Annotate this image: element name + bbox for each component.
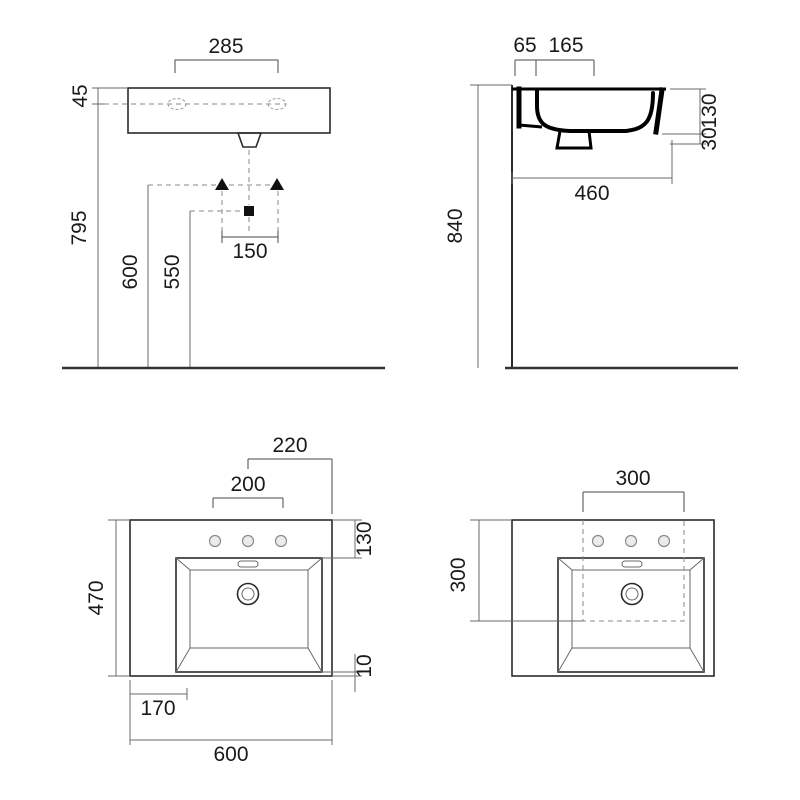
dimension-left-offset: 170 xyxy=(129,680,188,745)
dim-label-plan-depth: 470 xyxy=(85,580,108,615)
dimension-plan-width: 600 xyxy=(130,680,333,766)
drain-hole-alt-outer xyxy=(620,582,644,606)
basin-plan-alt-outline xyxy=(511,519,715,677)
dim-label-drain-height: 600 xyxy=(119,254,142,289)
dimension-apron-lip: 130 30 xyxy=(662,88,721,151)
dimension-top-width: 285 xyxy=(174,35,279,73)
dim-line xyxy=(511,172,673,184)
dimension-tap-span: 200 xyxy=(212,473,284,508)
tap-hole-alt-3 xyxy=(657,534,671,548)
bowl-alt-outline xyxy=(557,557,705,673)
bowl-alt-bottom xyxy=(571,569,691,649)
dim-line xyxy=(662,88,706,145)
cutout-dashed-outline xyxy=(582,520,685,622)
drain-marker-square xyxy=(244,206,254,216)
basin-side-profile xyxy=(512,86,666,150)
dimension-drain-height: 600 xyxy=(119,185,149,368)
dimension-cutout-width: 300 xyxy=(582,467,685,512)
dim-line xyxy=(322,654,362,692)
dimension-plan-depth: 470 xyxy=(85,519,130,677)
dim-label-rim-height: 795 xyxy=(68,210,91,245)
dimension-front-lip: 10 xyxy=(322,654,376,692)
overflow-slot-alt xyxy=(621,560,643,568)
drain-hole-inner xyxy=(241,587,255,601)
dimension-rim-height: 795 xyxy=(68,104,99,368)
dimension-tap-to-edge: 220 xyxy=(247,434,333,514)
dim-label-fixing-span: 150 xyxy=(232,240,267,263)
dimension-fixing-span: 150 xyxy=(221,231,279,263)
dimension-cutout-depth: 300 xyxy=(447,519,583,622)
dim-line xyxy=(514,59,595,76)
dim-label-tap-to-edge: 220 xyxy=(272,434,307,457)
dimension-total-height: 840 xyxy=(444,84,512,368)
dimension-trap-height: 550 xyxy=(161,211,191,368)
drain-trap xyxy=(555,130,593,150)
dim-label-plan-width: 600 xyxy=(213,743,248,766)
drain-hole-outer xyxy=(236,582,260,606)
plan-view-alt: 300 300 xyxy=(447,467,715,677)
fixing-points xyxy=(148,150,284,231)
dim-label-front-lip: 10 xyxy=(353,654,376,677)
bracket-foot xyxy=(518,123,543,129)
dim-line xyxy=(221,231,279,243)
front-apron xyxy=(653,87,665,135)
tap-hole-3 xyxy=(274,534,288,548)
dim-line xyxy=(174,59,279,73)
bowl-alt-slope-lines xyxy=(557,557,705,673)
bowl-outline xyxy=(175,557,323,673)
dimension-total-depth: 460 xyxy=(511,140,673,205)
basin-plan-outline xyxy=(129,519,333,677)
bowl-slope-lines xyxy=(175,557,323,673)
front-view: 285 45 795 600 550 xyxy=(62,35,385,370)
dim-label-rim-to-holes: 45 xyxy=(69,84,92,107)
dim-line xyxy=(247,458,333,514)
dim-label-total-depth: 460 xyxy=(574,182,609,205)
dim-label-overhang: 65 xyxy=(513,34,536,57)
overflow-slot xyxy=(237,560,259,568)
tap-hole-2 xyxy=(241,534,255,548)
dim-line xyxy=(108,519,130,677)
tap-hole-right xyxy=(267,98,287,110)
dim-label-apron-depth: 130 xyxy=(698,93,721,128)
bowl-bottom xyxy=(189,569,309,649)
fixing-marker-right-triangle xyxy=(270,178,284,190)
dim-line xyxy=(212,497,284,508)
dim-line xyxy=(470,519,583,622)
dim-label-bowl-back: 165 xyxy=(548,34,583,57)
bowl-section xyxy=(535,89,655,133)
dim-line xyxy=(129,680,188,745)
dim-label-trap-height: 550 xyxy=(161,254,184,289)
dim-label-lip-depth: 30 xyxy=(698,127,721,150)
dim-line xyxy=(582,491,685,512)
tap-hole-left xyxy=(167,98,187,110)
dim-line xyxy=(130,680,333,745)
dim-label-total-height: 840 xyxy=(444,208,467,243)
dim-label-top-width: 285 xyxy=(208,35,243,58)
drain-hole-alt-inner xyxy=(625,587,639,601)
dim-line xyxy=(322,519,362,559)
plan-view: 220 200 470 130 10 170 600 xyxy=(85,434,376,766)
fixing-marker-left-triangle xyxy=(215,178,229,190)
dim-label-cutout-depth: 300 xyxy=(447,557,470,592)
basin-front-outline xyxy=(127,87,331,134)
dimension-deck-depth: 130 xyxy=(322,519,376,559)
side-view: 840 65 165 130 30 460 xyxy=(444,34,738,370)
tap-hole-alt-2 xyxy=(624,534,638,548)
dim-label-cutout-width: 300 xyxy=(615,467,650,490)
drain-outlet-front xyxy=(236,132,263,148)
dim-label-deck-depth: 130 xyxy=(353,521,376,556)
tap-hole-1 xyxy=(208,534,222,548)
dim-label-tap-span: 200 xyxy=(230,473,265,496)
dimension-top-offsets: 65 165 xyxy=(513,34,595,76)
dim-label-left-offset: 170 xyxy=(140,697,175,720)
tap-hole-alt-1 xyxy=(591,534,605,548)
